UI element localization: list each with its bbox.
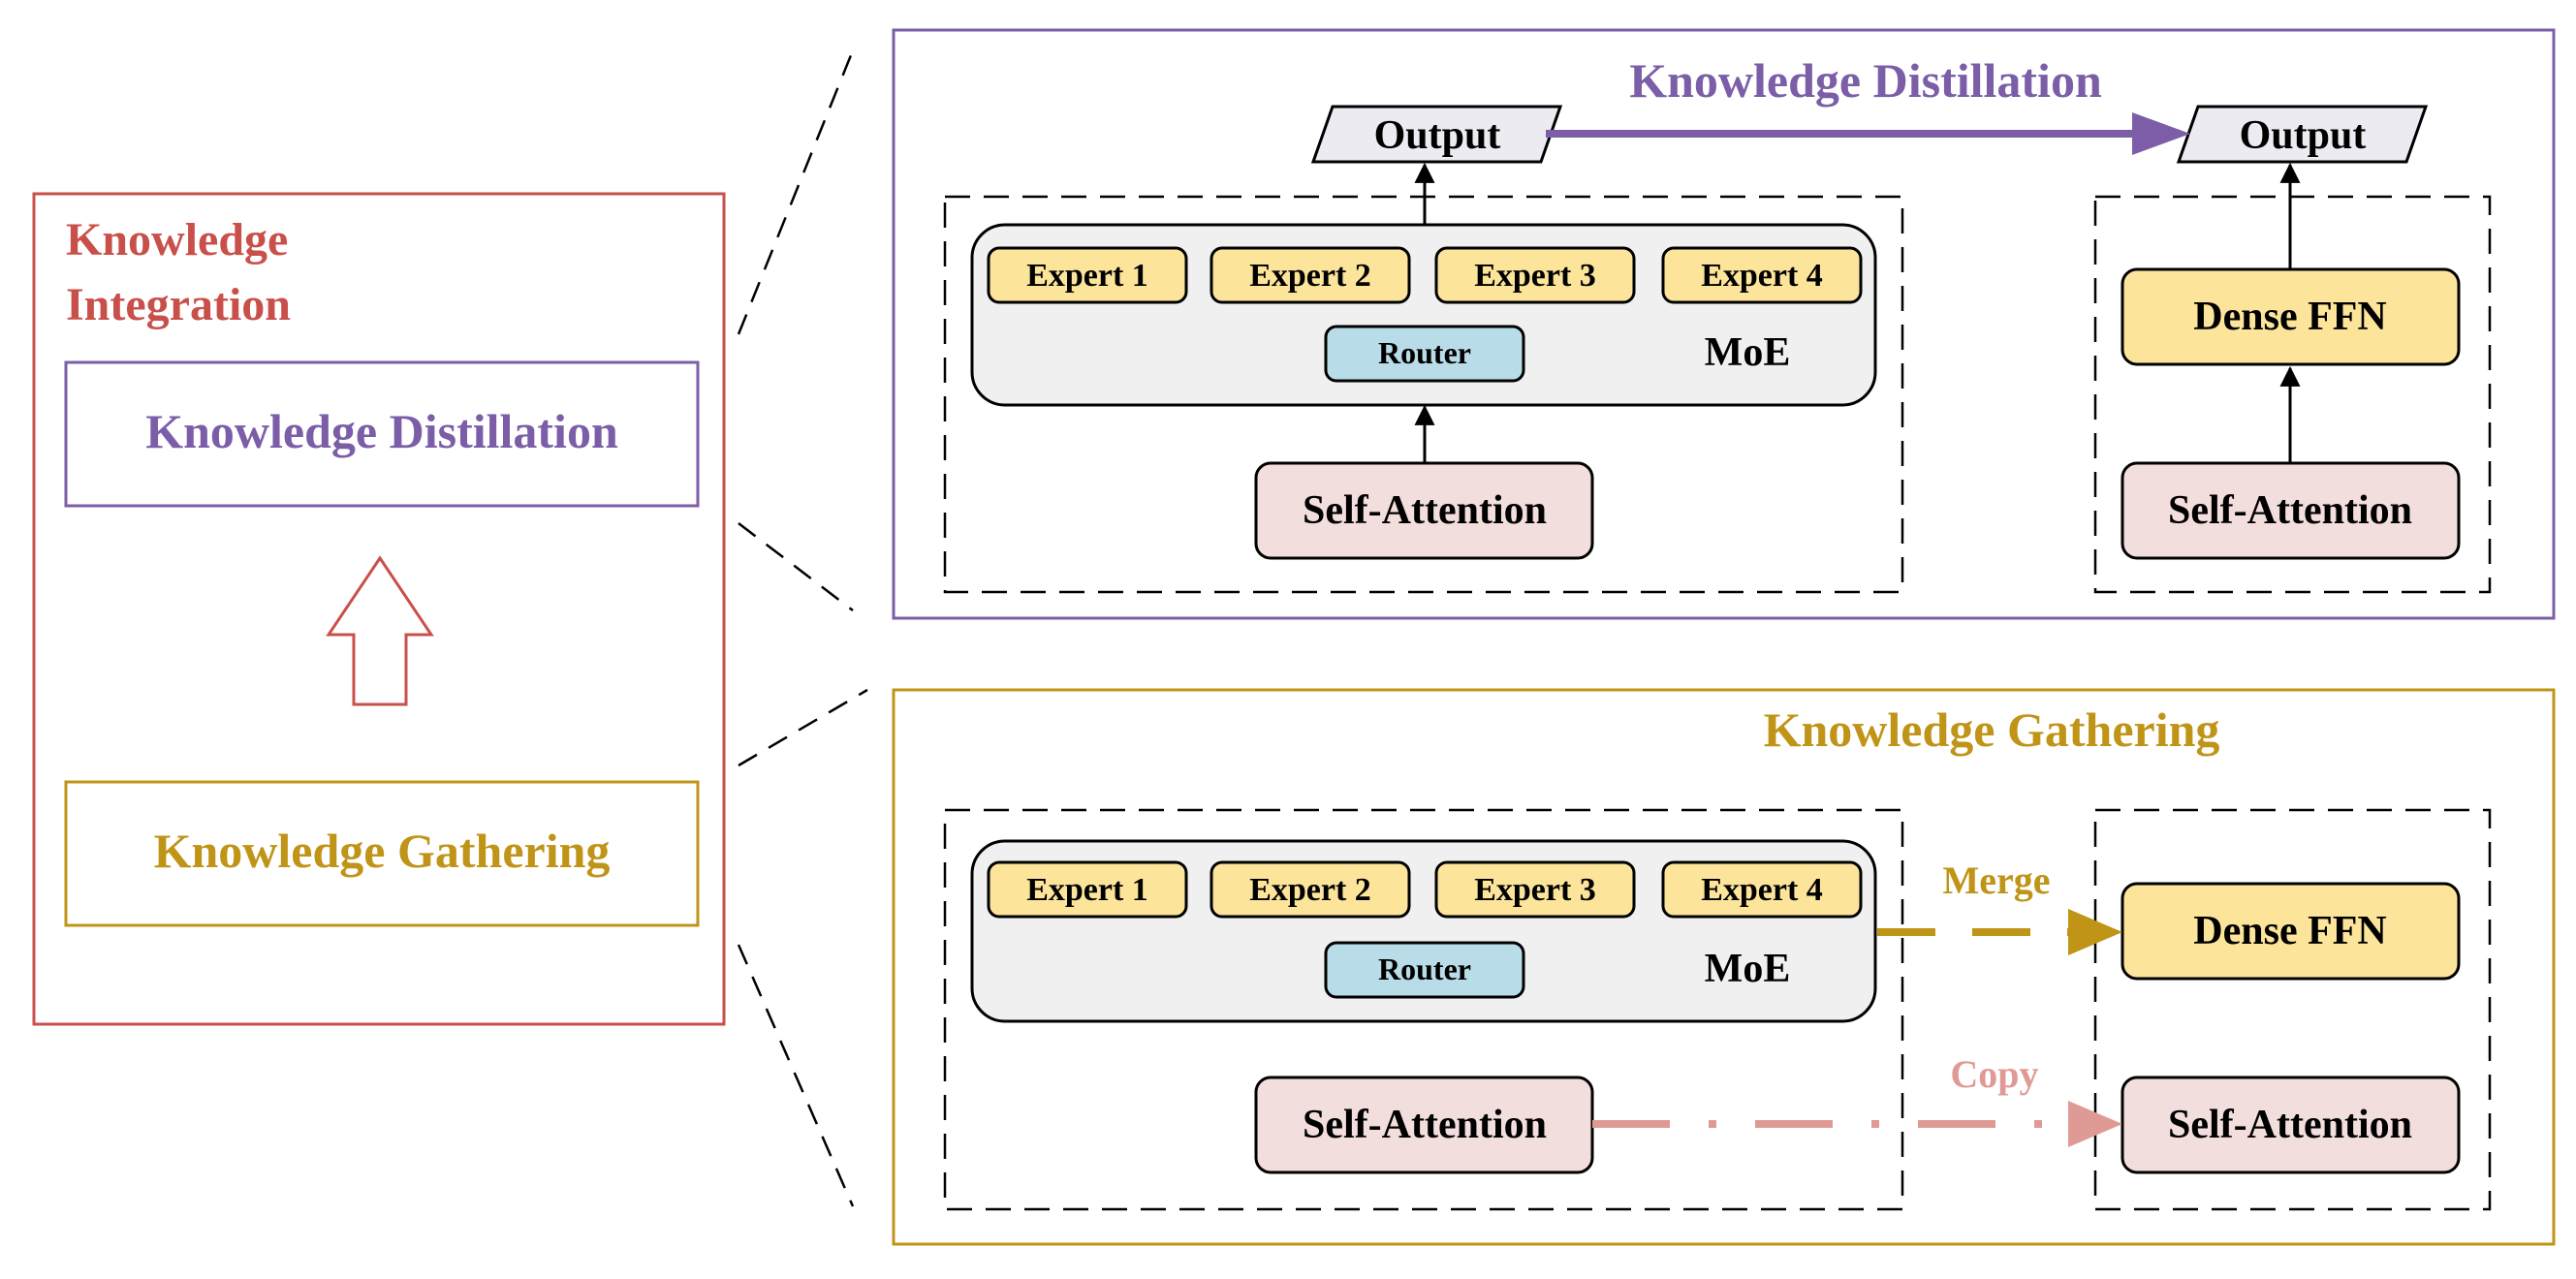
gathering-moe-block bbox=[970, 839, 1877, 1023]
distillation-expert-2-box bbox=[1209, 246, 1411, 304]
gathering-expert-1-label: Expert 1 bbox=[1026, 872, 1148, 908]
distillation-router-label: Router bbox=[1378, 335, 1471, 370]
gathering-expert-1-box bbox=[987, 860, 1188, 919]
gathering-dense-layer bbox=[2093, 808, 2492, 1211]
gathering-moe-layer bbox=[943, 808, 1904, 1211]
integration-distillation-label: Knowledge Distillation bbox=[145, 404, 618, 458]
integration-gathering-box bbox=[64, 780, 700, 927]
distillation-panel-frame bbox=[892, 28, 2556, 620]
gathering-router-box bbox=[1324, 941, 1525, 999]
gathering-panel-frame bbox=[892, 688, 2556, 1246]
integration-title-line2: Integration bbox=[66, 279, 291, 330]
gathering-router-label: Router bbox=[1378, 951, 1471, 986]
distillation-expert-3-box bbox=[1434, 246, 1636, 304]
gathering-expert-4-box bbox=[1661, 860, 1863, 919]
distillation-panel-title: Knowledge Distillation bbox=[1629, 53, 2102, 108]
distillation-expert-4-box bbox=[1661, 246, 1863, 304]
integration-title-line1: Knowledge bbox=[66, 214, 288, 265]
distillation-panel: Knowledge Distillation Output Output Exp… bbox=[892, 28, 2556, 620]
distillation-expert-1-box bbox=[987, 246, 1188, 304]
distillation-router-box bbox=[1324, 325, 1525, 383]
gathering-panel: Knowledge Gathering Expert 1 Expert 2 Ex… bbox=[892, 688, 2556, 1246]
distillation-moe-label: MoE bbox=[1705, 330, 1791, 375]
gathering-panel-title: Knowledge Gathering bbox=[1764, 702, 2220, 757]
distillation-output-right-label: Output bbox=[2240, 113, 2367, 158]
gathering-experts: Expert 1 Expert 2 Expert 3 Expert 4 bbox=[987, 860, 1863, 919]
gathering-expert-3-label: Expert 3 bbox=[1474, 872, 1596, 908]
distillation-experts: Expert 1 Expert 2 Expert 3 Expert 4 bbox=[987, 246, 1863, 304]
distillation-output-right-shape bbox=[2176, 105, 2429, 164]
gathering-dense-ffn-box bbox=[2120, 882, 2461, 981]
zoom-connector-lines bbox=[737, 49, 868, 1207]
integration-frame bbox=[32, 192, 726, 1026]
gathering-copy-arrow-head bbox=[2068, 1101, 2122, 1147]
distillation-arrow-head bbox=[2132, 112, 2190, 155]
zoom-line-bottom-2 bbox=[737, 944, 855, 1207]
gathering-expert-4-label: Expert 4 bbox=[1701, 872, 1823, 908]
gathering-dense-ffn-label: Dense FFN bbox=[2193, 909, 2386, 953]
gathering-expert-3-box bbox=[1434, 860, 1636, 919]
distillation-output-left-shape bbox=[1310, 105, 1563, 164]
integration-group: Knowledge Integration Knowledge Distilla… bbox=[32, 192, 726, 1026]
gathering-expert-2-box bbox=[1209, 860, 1411, 919]
gathering-expert-2-label: Expert 2 bbox=[1249, 872, 1371, 908]
gathering-attention-right-box bbox=[2120, 1076, 2461, 1174]
distillation-dense-layer bbox=[2093, 195, 2492, 594]
zoom-line-top-2 bbox=[738, 522, 854, 611]
integration-gathering-label: Knowledge Gathering bbox=[154, 824, 611, 878]
gathering-attention-right-label: Self-Attention bbox=[2168, 1103, 2412, 1147]
distillation-expert-4-label: Expert 4 bbox=[1701, 258, 1823, 294]
integration-distillation-box bbox=[64, 360, 700, 508]
distillation-expert-1-label: Expert 1 bbox=[1026, 258, 1148, 294]
up-arrow-outline-icon bbox=[326, 555, 434, 706]
distillation-expert-2-label: Expert 2 bbox=[1249, 258, 1371, 294]
distillation-expert-3-label: Expert 3 bbox=[1474, 258, 1596, 294]
gathering-merge-arrow-head bbox=[2068, 909, 2122, 955]
distillation-output-left-label: Output bbox=[1374, 113, 1501, 158]
distillation-attention-left-label: Self-Attention bbox=[1303, 488, 1547, 533]
zoom-line-bottom-1 bbox=[738, 688, 868, 767]
distillation-dense-ffn-label: Dense FFN bbox=[2193, 295, 2386, 339]
gathering-copy-label: Copy bbox=[1950, 1052, 2038, 1096]
gathering-attention-left-label: Self-Attention bbox=[1303, 1103, 1547, 1147]
gathering-moe-label: MoE bbox=[1705, 947, 1791, 991]
gathering-merge-label: Merge bbox=[1942, 858, 2050, 902]
zoom-line-top-1 bbox=[737, 49, 855, 335]
distillation-attention-right-label: Self-Attention bbox=[2168, 488, 2412, 533]
